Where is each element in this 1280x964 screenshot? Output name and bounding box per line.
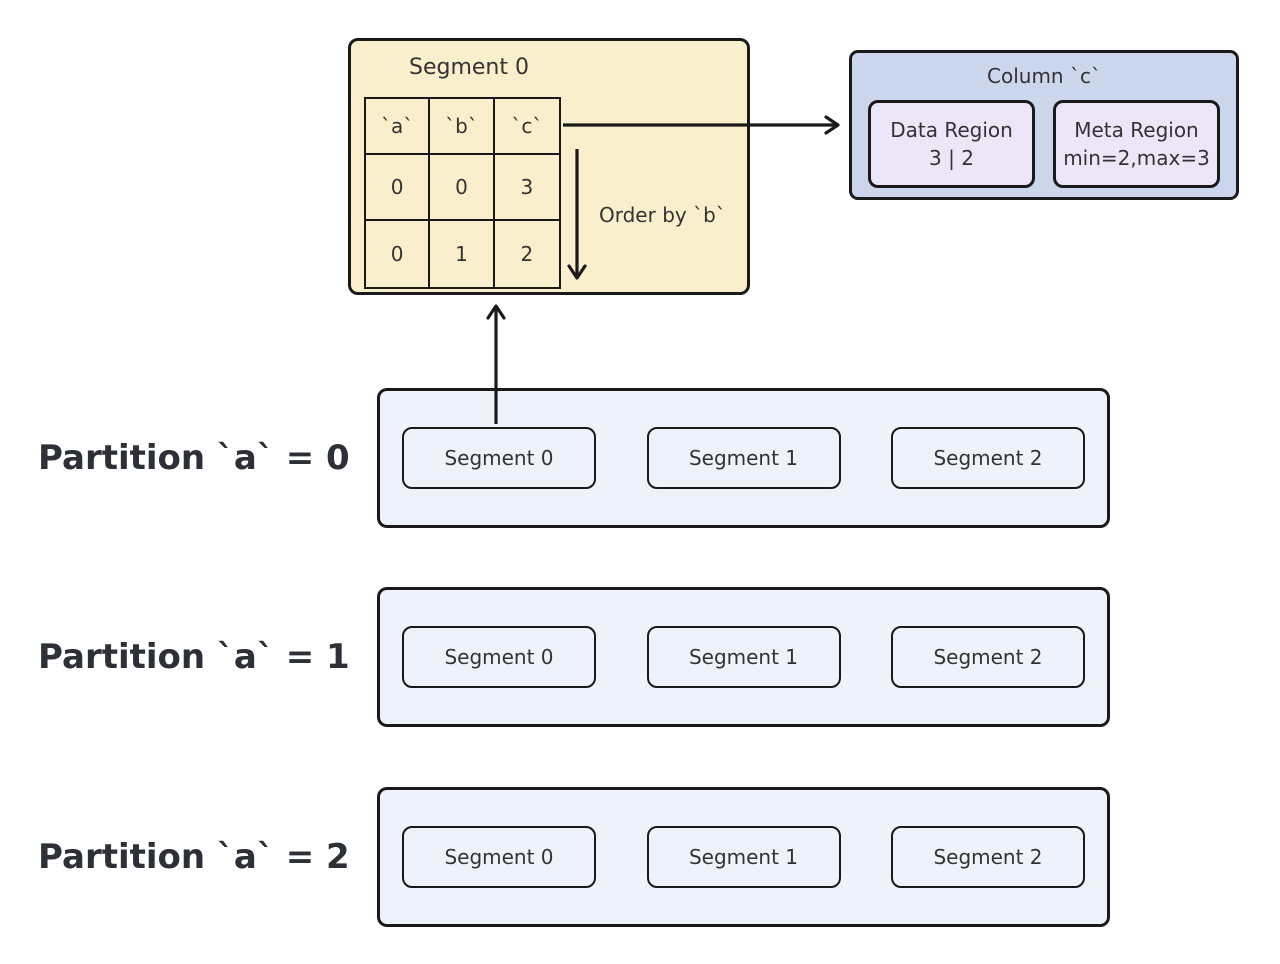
table-cell: 1 [430, 221, 495, 287]
meta-region-value: min=2,max=3 [1063, 146, 1210, 170]
partition-0-segment-1: Segment 1 [646, 427, 841, 489]
column-c-title: Column `c` [987, 64, 1101, 88]
table-cell: 0 [366, 221, 431, 287]
order-by-label: Order by `b` [599, 203, 726, 227]
data-region-value: 3 | 2 [929, 146, 974, 170]
table-cell: 0 [366, 155, 431, 221]
partition-1-label: Partition `a` = 1 [38, 637, 350, 677]
partition-1-segment-1: Segment 1 [646, 626, 841, 688]
partition-0-label: Partition `a` = 0 [38, 438, 350, 478]
partition-2-segment-2: Segment 2 [891, 826, 1085, 888]
data-region-box: Data Region 3 | 2 [868, 100, 1035, 188]
partition-1-container: Segment 0 Segment 1 Segment 2 [377, 587, 1110, 727]
meta-region-title: Meta Region [1074, 118, 1199, 142]
partition-2-container: Segment 0 Segment 1 Segment 2 [377, 787, 1110, 927]
table-header-a: `a` [366, 99, 431, 155]
column-c-box: Column `c` Data Region 3 | 2 Meta Region… [849, 50, 1239, 200]
table-header-c: `c` [494, 99, 559, 155]
partition-1-segment-2: Segment 2 [891, 626, 1085, 688]
region-row: Data Region 3 | 2 Meta Region min=2,max=… [852, 100, 1236, 188]
partition-2-segment-1: Segment 1 [646, 826, 841, 888]
partition-1-segment-0: Segment 0 [402, 626, 596, 688]
data-region-title: Data Region [890, 118, 1013, 142]
table-header-b: `b` [430, 99, 495, 155]
partition-0-container: Segment 0 Segment 1 Segment 2 [377, 388, 1110, 528]
partition-0-segment-0: Segment 0 [402, 427, 596, 489]
table-cell: 0 [430, 155, 495, 221]
table-cell: 3 [494, 155, 559, 221]
meta-region-box: Meta Region min=2,max=3 [1053, 100, 1220, 188]
partition-0-segment-2: Segment 2 [891, 427, 1085, 489]
partition-2-label: Partition `a` = 2 [38, 837, 350, 877]
partition-2-segment-0: Segment 0 [402, 826, 596, 888]
segment-detail-box: Segment 0 `a` `b` `c` 0 0 3 0 1 2 Order … [348, 38, 750, 295]
segment-detail-title: Segment 0 [409, 55, 529, 80]
table-cell: 2 [520, 242, 534, 266]
segment-table: `a` `b` `c` 0 0 3 0 1 2 [364, 97, 561, 289]
